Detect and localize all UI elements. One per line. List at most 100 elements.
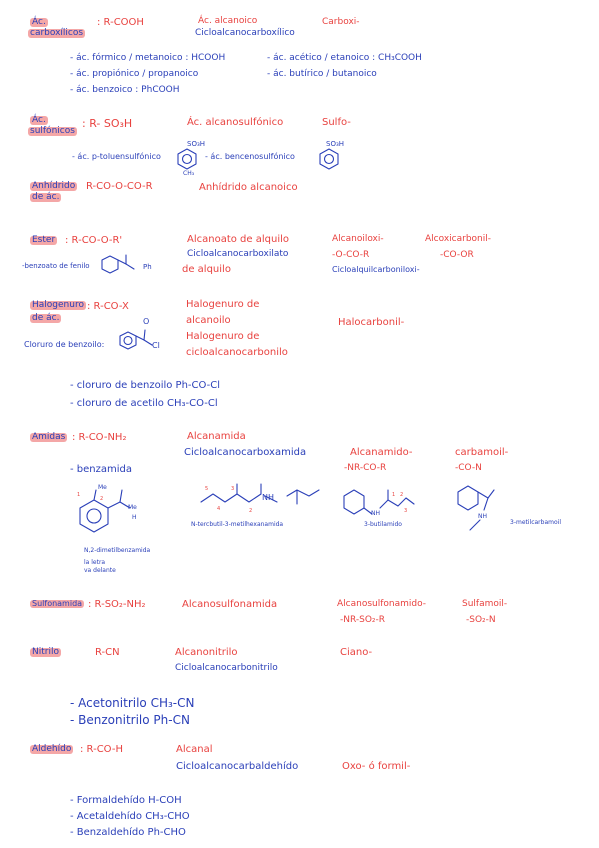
prefix-name: carbamoil-: [455, 447, 509, 458]
example: - benzamida: [70, 464, 132, 475]
iupac-name: de alquilo: [182, 264, 231, 275]
prefix-name: Halocarbonil-: [338, 317, 405, 328]
structure-caption: N,2-dimetilbenzamida: [84, 547, 151, 554]
prefix-name: Cicloalquilcarboniloxi-: [332, 265, 420, 274]
example: - ác. acético / etanoico : CH₃COOH: [267, 53, 422, 63]
general-formula: : R-CO-O-R': [65, 235, 123, 246]
substituent-label: CH₃: [183, 170, 195, 177]
general-formula: : R-COOH: [97, 17, 144, 28]
svg-text:5: 5: [205, 486, 208, 492]
prefix-name: Ciano-: [340, 647, 373, 658]
example: - ác. butírico / butanoico: [267, 69, 377, 79]
general-formula: : R- SO₃H: [82, 117, 133, 130]
example: - Acetonitrilo CH₃-CN: [70, 696, 195, 710]
example: - ác. fórmico / metanoico : HCOOH: [70, 53, 226, 63]
structure-caption: N-tercbutil-3-metilhexanamida: [191, 521, 284, 528]
example: - ác. propiónico / propanoico: [70, 69, 199, 79]
prefix-formula: -NR-CO-R: [344, 463, 387, 473]
iupac-name: Anhídrido alcanoico: [199, 182, 298, 193]
example: - Formaldehído H-COH: [70, 795, 182, 806]
atom-label: NH: [371, 510, 380, 517]
svg-text:2: 2: [100, 496, 103, 502]
example: - Benzonitrilo Ph-CN: [70, 713, 190, 727]
general-formula: : R-CO-H: [80, 744, 123, 755]
example: - ác. bencenosulfónico: [205, 152, 295, 161]
prefix-name: Alcanamido-: [350, 447, 413, 458]
iupac-name: Alcanamida: [187, 431, 246, 442]
prefix-formula: -O-CO-R: [332, 250, 370, 260]
example: - cloruro de benzoilo Ph-CO-Cl: [70, 380, 221, 391]
example: - cloruro de acetilo CH₃-CO-Cl: [70, 398, 218, 409]
svg-text:2: 2: [400, 492, 403, 498]
iupac-name: cicloalcanocarbonilo: [186, 347, 288, 358]
iupac-name: Alcanonitrilo: [175, 647, 238, 658]
note: va delante: [84, 567, 116, 574]
section-title: Ác.: [30, 115, 48, 125]
prefix-name: Alcoxicarbonil-: [425, 234, 491, 244]
iupac-name: Cicloalcanocarboxilato: [187, 249, 289, 259]
example: - ác. p-toluensulfónico: [72, 152, 161, 161]
benzenesulfonic-structure: [319, 148, 339, 170]
section-title: sulfónicos: [28, 126, 77, 136]
example: Cloruro de benzoilo:: [24, 340, 105, 349]
substituent-label: Me: [128, 504, 137, 511]
section-title: Amidas: [30, 432, 68, 442]
atom-label: NH: [478, 513, 487, 520]
iupac-name: Halogenuro de: [186, 299, 260, 310]
substituent-label: SO₃H: [326, 140, 345, 148]
prefix-name: Alcanosulfonamido-: [337, 599, 427, 609]
benzoyl-chloride-structure: [119, 329, 153, 350]
svg-text:3: 3: [231, 486, 234, 492]
iupac-name: Alcanoato de alquilo: [187, 234, 289, 245]
structure-caption: 3-butilamido: [364, 521, 402, 528]
iupac-name: Alcanal: [176, 744, 213, 755]
iupac-name: Cicloalcanocarboxílico: [195, 28, 295, 38]
prefix-name: Sulfamoil-: [462, 599, 508, 609]
phenyl-benzoate-structure: [101, 254, 135, 274]
substituent-label: Me: [98, 484, 107, 491]
general-formula: : R-CO-NH₂: [72, 432, 127, 443]
section-title: de ác.: [30, 192, 62, 202]
section-title: Aldehído: [30, 744, 74, 754]
general-formula: R-CN: [95, 647, 120, 658]
iupac-name: alcanoilo: [186, 315, 231, 326]
example: - Benzaldehído Ph-CHO: [70, 827, 186, 838]
structure-caption: 3-metilcarbamoil: [510, 519, 561, 526]
svg-text:2: 2: [249, 508, 252, 514]
prefix-formula: -CO-OR: [440, 250, 474, 260]
atom-label: O: [143, 317, 150, 326]
note: la letra: [84, 559, 106, 566]
svg-text:4: 4: [217, 506, 220, 512]
general-formula: : R-SO₂-NH₂: [88, 599, 146, 610]
section-title: Nitrilo: [30, 647, 61, 657]
prefix-formula: -CO-N: [455, 463, 482, 473]
cyclohexyl-methylcarbamoyl-structure: [457, 485, 495, 531]
prefix-name: Sulfo-: [322, 117, 351, 128]
atom-label: Cl: [152, 341, 160, 350]
prefix-name: Alcanoiloxi-: [332, 234, 384, 244]
svg-text:1: 1: [392, 492, 395, 498]
example: - Acetaldehído CH₃-CHO: [70, 811, 190, 822]
section-title: Halogenuro: [30, 300, 86, 310]
prefix-formula: -SO₂-N: [466, 615, 496, 625]
section-title: Sulfonamida: [30, 599, 85, 608]
iupac-name: Cicloalcanocarbonitrilo: [175, 663, 278, 673]
prefix-formula: -NR-SO₂-R: [340, 615, 386, 625]
section-title: Anhídrido: [30, 181, 78, 191]
prefix-name: Oxo- ó formil-: [342, 761, 411, 772]
substituent-label: Ph: [143, 263, 152, 271]
n-2-dimethylbenzamide-structure: 1 2: [77, 489, 131, 533]
section-title: Ác.: [30, 17, 48, 27]
svg-text:1: 1: [77, 492, 80, 498]
iupac-name: Ác. alcanoico: [198, 16, 258, 26]
iupac-name: Cicloalcanocarboxamida: [184, 447, 307, 458]
substituent-label: SO₃H: [187, 140, 206, 148]
section-title: Ester: [30, 235, 58, 245]
iupac-name: Cicloalcanocarbaldehído: [176, 761, 299, 772]
example: -benzoato de fenilo: [22, 262, 90, 270]
iupac-name: Ác. alcanosulfónico: [187, 117, 284, 128]
prefix-name: Carboxi-: [322, 17, 360, 27]
iupac-name: Halogenuro de: [186, 331, 260, 342]
section-title: carboxílicos: [28, 28, 86, 38]
n-tertbutyl-3-methylhexanamide-structure: 5 4 3 2: [200, 483, 320, 514]
